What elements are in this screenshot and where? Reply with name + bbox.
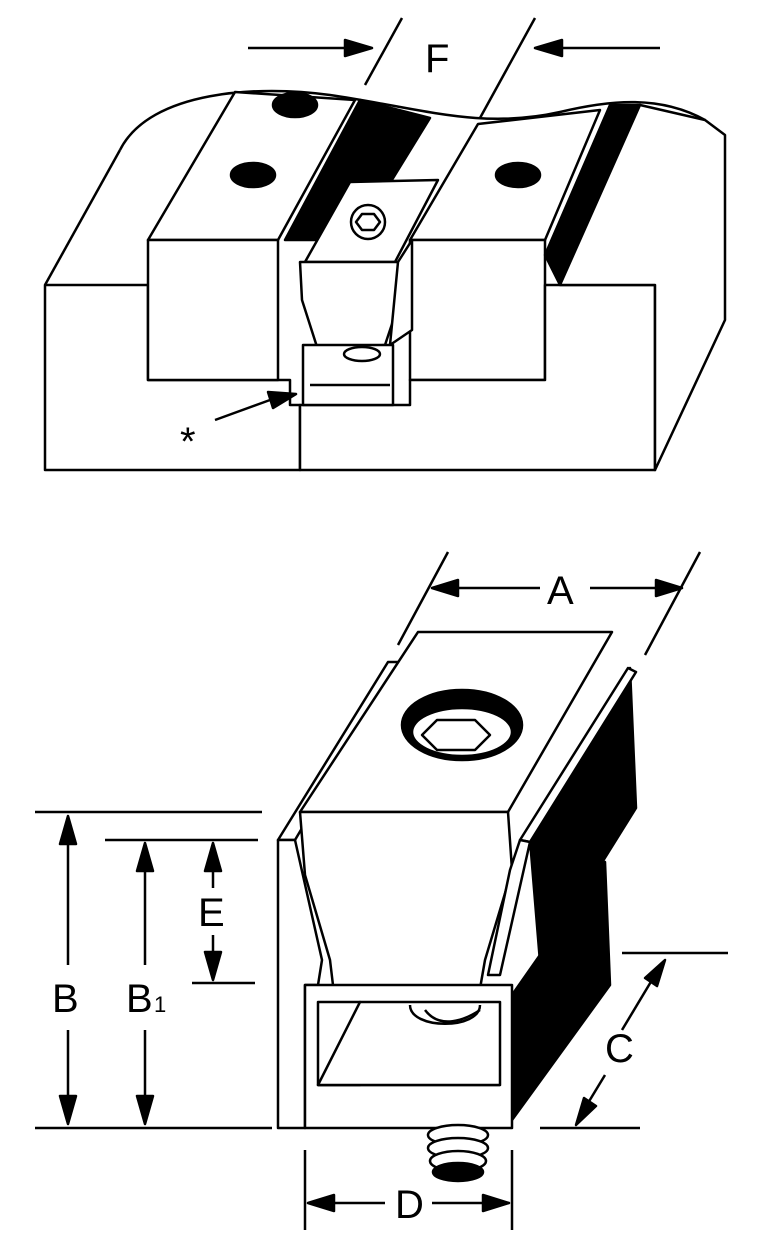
f-extension-right: [478, 17, 537, 119]
t-slot-table-figure: [43, 17, 727, 472]
label-a: A: [547, 569, 574, 613]
clamp-spring-coil-icon: [424, 1008, 481, 1023]
table-left-side: [43, 149, 122, 286]
clamp-threaded-stud-icon: [426, 1123, 490, 1183]
b1-arrow-bottom: [135, 1094, 155, 1126]
slot-clamp-thread-icon: [342, 345, 382, 363]
star-pointer-head: [266, 390, 298, 410]
a-arrow-left-head: [430, 578, 460, 598]
a-arrow-right-head: [654, 578, 684, 598]
label-b: B: [52, 977, 79, 1021]
clamp-head-front: [298, 810, 514, 1004]
star-pointer-line: [214, 398, 271, 422]
a-extension-right: [643, 551, 702, 656]
slot-clamp-front: [298, 260, 402, 352]
a-extension-left: [396, 551, 450, 646]
b1-arrow-top: [135, 841, 155, 873]
label-e: E: [198, 891, 225, 935]
label-star: *: [180, 420, 196, 464]
rail-hole-2: [229, 161, 277, 189]
rail-hole-1: [271, 91, 319, 119]
d-arrow-left-head: [306, 1193, 336, 1213]
label-c: C: [605, 1027, 634, 1071]
label-b1: B: [126, 977, 153, 1021]
table-break-line: [118, 89, 706, 151]
clamp-right-flange-front: [486, 838, 532, 977]
label-d: D: [395, 1183, 424, 1227]
table-right-side: [558, 103, 727, 472]
e-arrow-bottom: [203, 950, 223, 982]
right-rail-front: [408, 238, 547, 382]
label-f: F: [425, 37, 449, 81]
b-arrow-top: [58, 814, 78, 846]
slot-clamp-flange-right: [388, 238, 414, 347]
clamp-detail-figure: [35, 551, 728, 1230]
c-arrow-bottom: [574, 1096, 598, 1127]
d-arrow-right-head: [481, 1193, 511, 1213]
label-b1-subscript: 1: [154, 992, 166, 1017]
rail-hole-3: [494, 161, 542, 189]
c-arrow-top: [643, 958, 667, 988]
left-rail-front: [146, 238, 280, 382]
f-arrow-left-head: [343, 38, 374, 58]
clamp-hex-socket-icon: [420, 718, 492, 752]
f-extension-left: [363, 17, 404, 86]
e-arrow-top: [203, 841, 223, 873]
c-dim-line-upper: [620, 979, 654, 1031]
b-arrow-bottom: [58, 1094, 78, 1126]
f-arrow-right-head: [533, 38, 564, 58]
slot-clamp-hex-icon: [354, 212, 382, 232]
